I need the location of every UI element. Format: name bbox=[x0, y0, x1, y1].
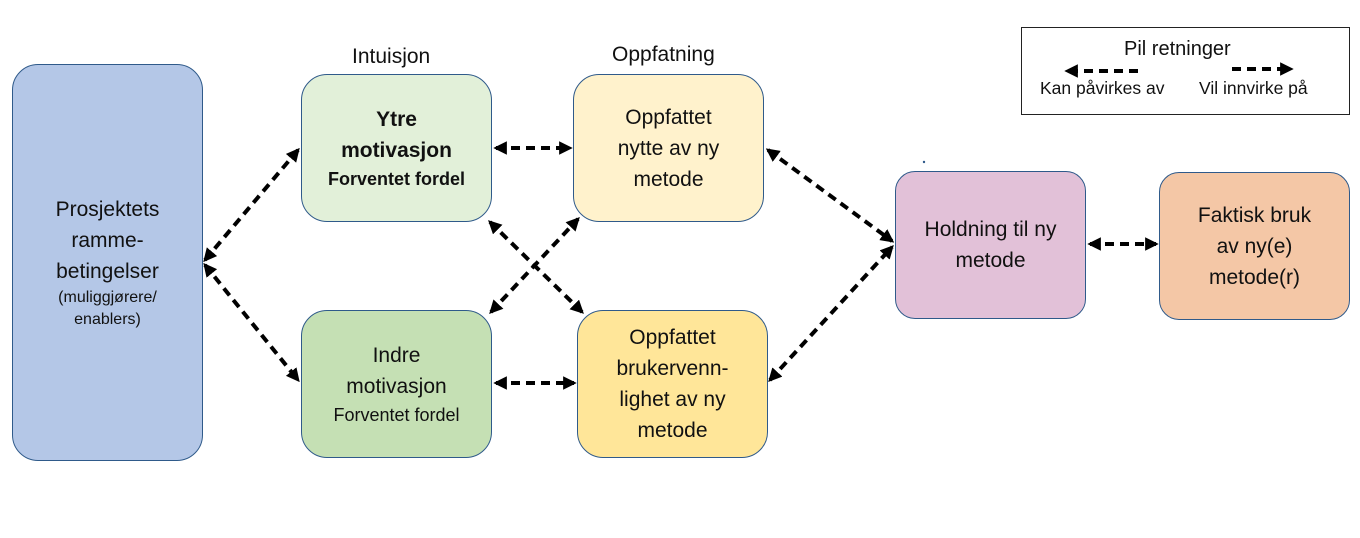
legend-title: Pil retninger bbox=[1124, 38, 1231, 60]
arrow-bruker-holdning bbox=[768, 244, 894, 383]
legend-right-label: Vil innvirke på bbox=[1199, 78, 1308, 98]
node-nytte-line-2: nytte av ny bbox=[617, 136, 720, 160]
node-ramme-sub-1: (muliggjørere/ bbox=[58, 289, 157, 306]
heading-oppfatning: Oppfatning bbox=[612, 43, 715, 66]
node-holdning-line-1: Holdning til ny bbox=[924, 218, 1057, 241]
node-faktisk-line-1: Faktisk bruk bbox=[1197, 203, 1312, 227]
arrow-ramme-ytre bbox=[203, 147, 300, 263]
legend-left-label: Kan påvirkes av bbox=[1040, 78, 1165, 98]
node-perceived-ease-of-use: Oppfattet brukervenn- lighet av ny metod… bbox=[577, 310, 768, 458]
heading-intuisjon: Intuisjon bbox=[352, 45, 431, 68]
node-ramme-line-2: ramme- bbox=[71, 229, 144, 252]
node-ytre-line-2: motivasjon bbox=[341, 139, 452, 162]
node-faktisk-line-3: metode(r) bbox=[1208, 265, 1301, 289]
node-bruker-line-1: Oppfattet bbox=[629, 326, 716, 349]
node-ramme-sub-2: enablers) bbox=[74, 311, 141, 328]
node-internal-motivation: Indre motivasjon Forventet fordel bbox=[301, 310, 492, 458]
node-indre-sub-1: Forventet fordel bbox=[333, 405, 460, 425]
node-holdning-line-2: metode bbox=[955, 249, 1026, 272]
arrow-ramme-indre bbox=[203, 262, 300, 383]
node-faktisk-line-2: av ny(e) bbox=[1216, 234, 1293, 258]
node-bruker-line-4: metode bbox=[637, 419, 708, 442]
arrow-indre-nytte bbox=[489, 217, 580, 314]
node-ramme-line-3: betingelser bbox=[56, 260, 159, 283]
node-indre-line-1: Indre bbox=[372, 344, 421, 367]
node-perceived-usefulness: Oppfattet nytte av ny metode bbox=[573, 74, 764, 222]
node-actual-use: Faktisk bruk av ny(e) metode(r) bbox=[1159, 172, 1350, 320]
node-indre-line-2: motivasjon bbox=[346, 375, 447, 398]
node-nytte-line-1: Oppfattet bbox=[625, 105, 712, 129]
node-external-motivation: Ytre motivasjon Forventet fordel bbox=[301, 74, 492, 222]
node-ramme-line-1: Prosjektets bbox=[55, 198, 160, 221]
arrow-nytte-holdning bbox=[765, 148, 895, 243]
node-nytte-line-3: metode bbox=[633, 167, 704, 191]
stray-dot bbox=[922, 160, 926, 164]
node-attitude: Holdning til ny metode bbox=[895, 171, 1086, 319]
node-ytre-line-1: Ytre bbox=[376, 108, 417, 131]
node-project-framework: Prosjektets ramme- betingelser (muliggjø… bbox=[12, 64, 203, 461]
node-ytre-sub-1: Forventet fordel bbox=[327, 169, 465, 189]
node-bruker-line-2: brukervenn- bbox=[616, 357, 729, 380]
node-bruker-line-3: lighet av ny bbox=[619, 388, 726, 411]
